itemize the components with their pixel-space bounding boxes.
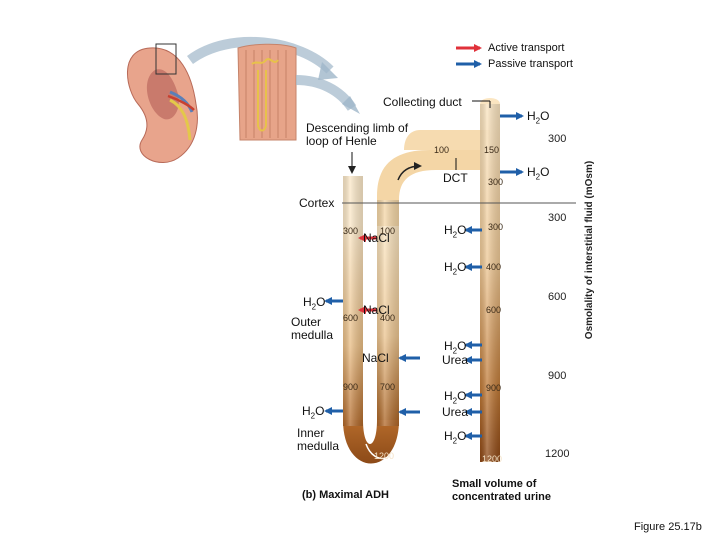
asc-value-700: 700 <box>380 382 396 392</box>
flow-arrow-dct <box>397 162 422 181</box>
urea-label-1: Urea <box>442 353 469 367</box>
cd-value-300-b: 300 <box>488 222 504 232</box>
dct-value-100: 100 <box>434 145 450 155</box>
urea-label-2: Urea <box>442 405 469 419</box>
cd-value-300-a: 300 <box>488 177 504 187</box>
loop-bottom-value: 1200 <box>374 451 395 461</box>
cd-value-600: 600 <box>486 305 502 315</box>
tissue-section <box>237 43 360 141</box>
asc-value-100: 100 <box>380 226 396 236</box>
h2o-label-3: H2O <box>444 223 467 240</box>
inner-medulla-label: Inner medulla <box>297 426 340 453</box>
small-volume-label: Small volume of concentrated urine <box>452 478 552 503</box>
desc-value-600: 600 <box>343 313 359 323</box>
flow-arrow-loop <box>365 443 387 460</box>
nacl-label-3: NaCl <box>362 351 389 365</box>
scale-300-a: 300 <box>548 133 567 145</box>
h2o-label-9: H2O <box>444 429 467 446</box>
desc-value-300: 300 <box>343 226 359 236</box>
asc-value-400: 400 <box>380 313 396 323</box>
h2o-label-4: H2O <box>444 260 467 277</box>
desc-value-900: 900 <box>343 382 359 392</box>
h2o-label-1: H2O <box>527 109 550 126</box>
cd-value-1200: 1200 <box>482 454 503 464</box>
nacl-label-1: NaCl <box>363 231 390 245</box>
caption-label: (b) Maximal ADH <box>302 489 389 501</box>
h2o-label-8: H2O <box>302 404 325 421</box>
kidney-illustration <box>127 36 338 163</box>
scale-600: 600 <box>548 291 567 303</box>
outer-medulla-label: Outer medulla <box>291 315 334 342</box>
collecting-duct-label: Collecting duct <box>383 95 462 109</box>
h2o-label-6: H2O <box>444 339 467 356</box>
h2o-label-7: H2O <box>444 389 467 406</box>
legend-passive-label: Passive transport <box>488 58 573 70</box>
dct-label: DCT <box>443 171 468 185</box>
nephron-tubules <box>343 98 500 464</box>
figure-label: Figure 25.17b <box>634 521 702 533</box>
scale-300-b: 300 <box>548 212 567 224</box>
y-axis-label: Osmolality of interstitial fluid (mOsm) <box>584 160 595 340</box>
h2o-label-2: H2O <box>527 165 550 182</box>
dct-value-150: 150 <box>484 145 500 155</box>
scale-900: 900 <box>548 370 567 382</box>
legend-active-label: Active transport <box>488 42 565 54</box>
scale-1200: 1200 <box>545 448 570 460</box>
nacl-label-2: NaCl <box>363 303 390 317</box>
descending-limb-label: Descending limb of loop of Henle <box>306 121 409 148</box>
cortex-label: Cortex <box>299 196 335 210</box>
h2o-label-5: H2O <box>303 295 326 312</box>
cd-value-900: 900 <box>486 383 502 393</box>
cd-value-400: 400 <box>486 262 502 272</box>
